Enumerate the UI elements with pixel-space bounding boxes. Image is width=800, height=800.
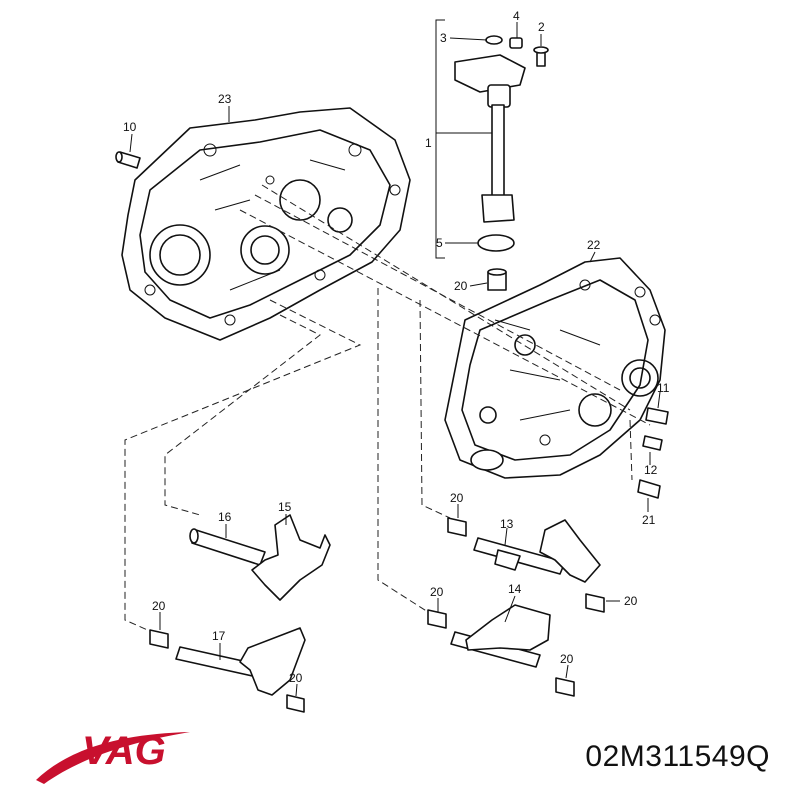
callout-21: 21: [642, 513, 656, 527]
callout-16: 16: [218, 510, 232, 524]
callout-3: 3: [440, 31, 447, 45]
callout-20: 20: [560, 652, 574, 666]
callout-13: 13: [500, 517, 514, 531]
selector-fork-17: [175, 627, 306, 696]
selector-fork-15: [251, 514, 331, 601]
callout-11: 11: [657, 381, 670, 395]
selector-shaft-assembly: [454, 35, 549, 291]
bushings-20: [149, 517, 605, 713]
callout-20: 20: [152, 599, 166, 613]
part-number: 02M311549Q: [585, 740, 770, 773]
callout-20: 20: [430, 585, 444, 599]
leader-lines: [129, 22, 661, 697]
callout-14: 14: [508, 582, 522, 596]
dowel-pin: [115, 151, 141, 169]
callout-17: 17: [212, 629, 226, 643]
callout-15: 15: [278, 500, 292, 514]
callout-20: 20: [289, 671, 303, 685]
selector-fork-13: [473, 519, 601, 583]
vag-logo: VAG: [36, 729, 190, 784]
selector-rod-16: [189, 528, 266, 566]
assembly-guide-lines: [124, 184, 651, 633]
callout-5: 5: [436, 236, 443, 250]
callout-12: 12: [644, 463, 658, 477]
callout-20: 20: [454, 279, 468, 293]
callout-20: 20: [624, 594, 638, 608]
callout-numbers: 3 4 2 1 5 20 23 10 22 11 12 21 13 14 15 …: [123, 9, 670, 685]
selector-fork-14: [450, 604, 551, 668]
callout-22: 22: [587, 238, 601, 252]
gearbox-housing-right: [444, 257, 666, 479]
vag-logo-text: VAG: [82, 729, 166, 773]
callout-10: 10: [123, 120, 137, 134]
callout-1: 1: [425, 136, 432, 150]
group-bracket: [435, 19, 445, 259]
gearbox-housing-left: [121, 107, 411, 341]
callout-2: 2: [538, 20, 545, 34]
callout-4: 4: [513, 9, 520, 23]
callout-23: 23: [218, 92, 232, 106]
callout-20: 20: [450, 491, 464, 505]
sensor-switches: [637, 407, 669, 499]
